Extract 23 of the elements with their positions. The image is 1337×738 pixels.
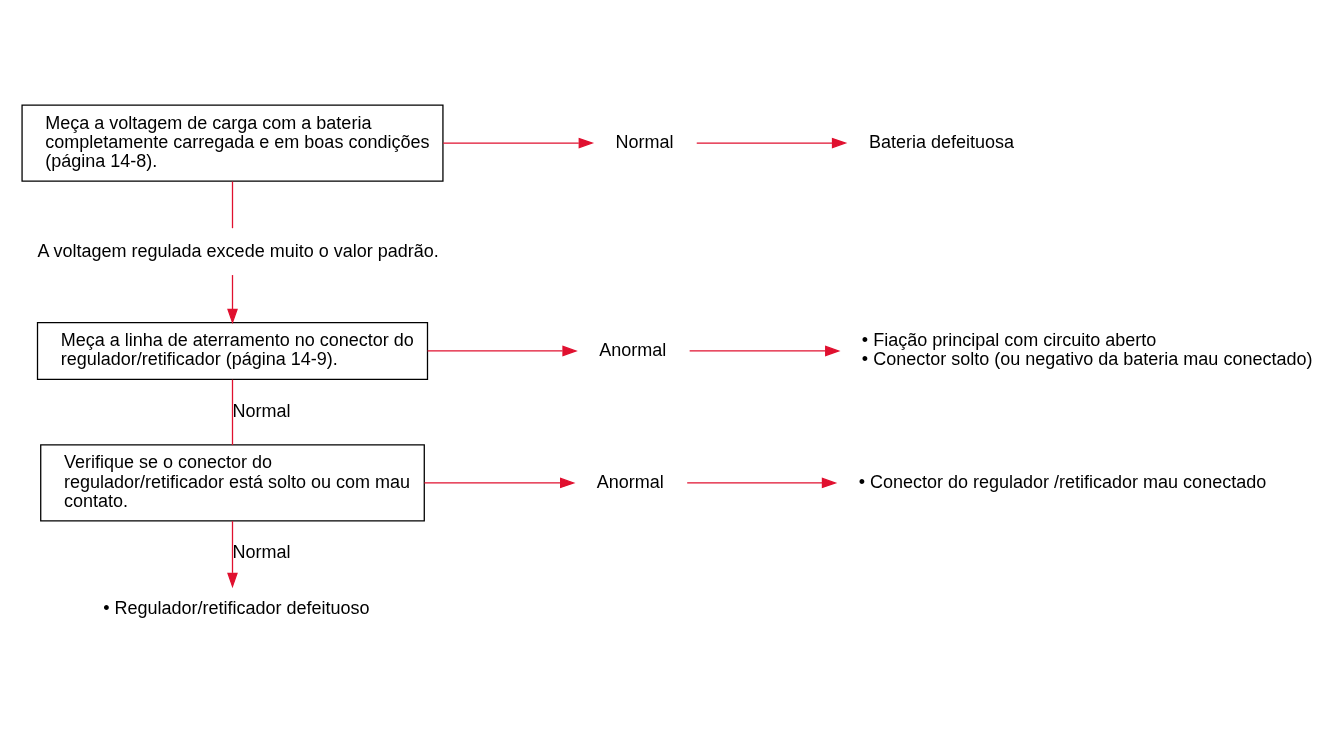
node-text: • Conector do regulador /retificador mau conectado xyxy=(858,471,1267,492)
arrow xyxy=(423,477,576,489)
node-box: Verifique se o conector do regulador/retificador está solto ou com mau contato. xyxy=(40,444,425,522)
edge-label: Normal xyxy=(232,542,291,563)
arrow xyxy=(689,345,841,357)
arrow xyxy=(442,137,595,149)
arrow xyxy=(686,477,838,489)
node-text: Anormal xyxy=(599,339,667,360)
arrow xyxy=(227,274,238,325)
node-text: • Fiação principal com circuito aberto • Conector solto (ou negativo da bateria mau conectado) xyxy=(861,330,1313,370)
connector xyxy=(231,180,234,229)
node-text: • Regulador/retificador defeituoso xyxy=(103,598,370,619)
arrow xyxy=(696,137,848,149)
arrow xyxy=(426,345,578,357)
connector xyxy=(231,379,234,446)
edge-label: Normal xyxy=(232,400,291,421)
node-box: Meça a voltagem de carga com a bateria completamente carregada e em boas condições (página 14-8). xyxy=(21,104,444,182)
arrow xyxy=(227,520,238,589)
node-text: Bateria defeituosa xyxy=(868,131,1015,152)
node-text: Normal xyxy=(615,131,674,152)
node-text: A voltagem regulada excede muito o valor padrão. xyxy=(37,240,439,261)
node-text: Anormal xyxy=(596,471,664,492)
node-box: Meça a linha de aterramento no conector do regulador/retificador (página 14-9). xyxy=(36,322,429,380)
